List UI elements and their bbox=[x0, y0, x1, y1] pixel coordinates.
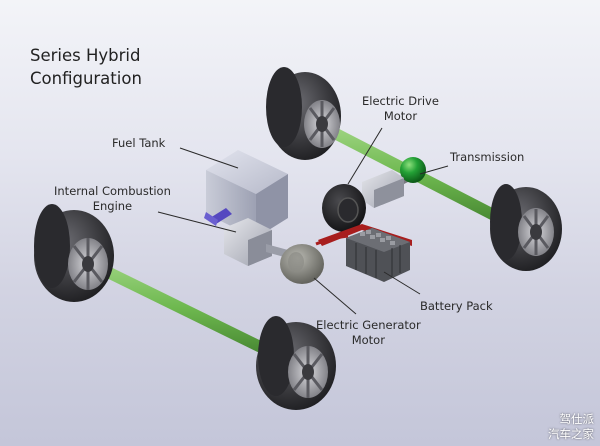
electric-generator-motor bbox=[280, 244, 324, 284]
power-cable bbox=[315, 234, 349, 246]
watermark-line-2: 汽车之家 bbox=[548, 427, 594, 441]
battery-pack bbox=[318, 224, 412, 282]
leader-engine bbox=[157, 211, 237, 233]
watermark-line-1: 驾仕派 bbox=[559, 412, 595, 426]
battery-tray bbox=[318, 224, 412, 246]
watermark: 驾仕派 汽车之家 bbox=[548, 412, 594, 442]
label-generator-line-2: Motor bbox=[351, 333, 385, 347]
title-line-2: Configuration bbox=[30, 69, 142, 88]
label-engine-line-2: Engine bbox=[92, 199, 133, 213]
rear-right-wheel bbox=[490, 184, 562, 271]
leader-generator bbox=[313, 277, 357, 315]
label-transmission: Transmission bbox=[450, 150, 525, 164]
diagram-title: Series Hybrid Configuration bbox=[30, 44, 142, 90]
front-axle-shaft bbox=[74, 252, 288, 364]
label-generator-line-1: Electric Generator bbox=[316, 318, 421, 332]
label-drive-motor-line-2: Motor bbox=[383, 109, 418, 123]
internal-combustion-engine bbox=[204, 208, 288, 266]
leader-fuel-tank bbox=[179, 147, 239, 169]
leader-lines bbox=[157, 127, 449, 315]
title-line-1: Series Hybrid bbox=[30, 46, 141, 65]
label-battery-pack: Battery Pack bbox=[420, 299, 493, 313]
leader-transmission bbox=[419, 165, 449, 175]
leader-battery bbox=[383, 271, 421, 295]
label-generator: Electric Generator Motor bbox=[316, 318, 421, 348]
label-fuel-tank: Fuel Tank bbox=[112, 136, 166, 150]
label-engine: Internal Combustion Engine bbox=[54, 184, 171, 214]
front-axle-assembly bbox=[74, 252, 288, 364]
electric-drive-motor bbox=[322, 170, 404, 232]
transmission-differential bbox=[400, 157, 426, 183]
front-right-wheel bbox=[256, 316, 336, 410]
label-engine-line-1: Internal Combustion bbox=[54, 184, 171, 198]
label-drive-motor: Electric Drive Motor bbox=[362, 94, 439, 124]
label-drive-motor-line-1: Electric Drive bbox=[362, 94, 439, 108]
front-left-wheel bbox=[34, 204, 114, 302]
rear-left-wheel bbox=[266, 67, 341, 160]
leader-drive-motor bbox=[347, 127, 383, 185]
